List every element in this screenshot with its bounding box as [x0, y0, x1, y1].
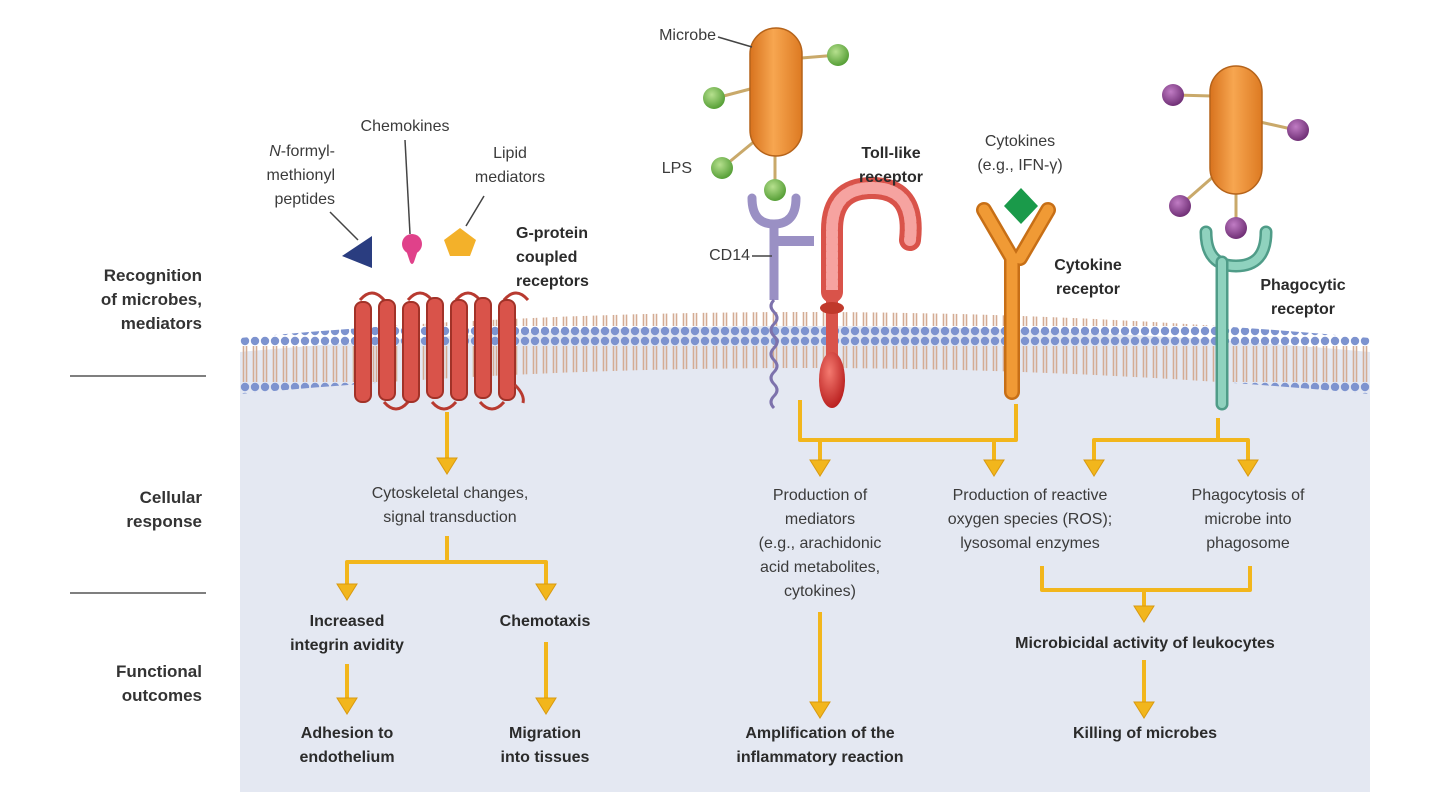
microbe-phagocytic [1162, 65, 1309, 239]
ros-text: Production of reactive oxygen species (R… [947, 487, 1113, 552]
ifn-gamma-diamond [1004, 188, 1038, 224]
plasma-membrane [240, 312, 1370, 394]
cd14-receptor [747, 193, 814, 410]
migration-text: Migration into tissues [500, 725, 590, 766]
amplification-text: Amplification of the inflammatory reacti… [736, 725, 904, 766]
leader-line [329, 211, 359, 241]
arrowheads [336, 457, 1259, 719]
integrin-text: Increased integrin avidity [290, 613, 404, 654]
row-label-cellular: Cellular response [126, 488, 202, 531]
tlr-label: Toll-like receptor [858, 145, 924, 186]
microbicidal-text: Microbicidal activity of leukocytes [1015, 635, 1275, 652]
lipid-mediators-label: Lipid mediators [474, 145, 546, 186]
lps-label: LPS [661, 160, 692, 177]
signal-arrows [345, 400, 1252, 704]
microbe-lps [703, 27, 849, 201]
gpcr-label: G-protein coupled receptors [516, 225, 589, 290]
phagocytic-receptor [1199, 225, 1273, 411]
killing-text: Killing of microbes [1072, 725, 1217, 742]
cytokines-label: Cytokines (e.g., IFN-γ) [977, 133, 1063, 174]
lipid-mediator-pentagon [444, 228, 476, 256]
cytoskeletal-text: Cytoskeletal changes, signal transductio… [371, 485, 529, 526]
phagocytic-receptor-label: Phagocytic receptor [1260, 277, 1346, 318]
fmlp-ligand-triangle [342, 236, 372, 268]
gpcr-helices [354, 291, 530, 411]
leader-line [717, 36, 753, 48]
row-label-functional: Functional outcomes [116, 662, 202, 705]
phagocytosis-text: Phagocytosis of microbe into phagosome [1191, 487, 1305, 552]
cytokine-receptor-label: Cytokine receptor [1054, 257, 1122, 298]
leader-line [465, 195, 485, 227]
mediators-text: Production of mediators (e.g., arachidon… [758, 487, 882, 600]
adhesion-text: Adhesion to endothelium [299, 725, 395, 766]
cd14-label: CD14 [709, 247, 750, 264]
microbe-label: Microbe [659, 27, 716, 44]
cytokine-receptor [976, 202, 1056, 400]
row-label-recognition: Recognition of microbes, mediators [100, 266, 202, 333]
chemokine-ligand [402, 234, 422, 264]
cytoplasm [240, 326, 1370, 792]
fmlp-label: N-formyl- methionyl peptides [266, 143, 335, 208]
chemotaxis-text: Chemotaxis [499, 613, 591, 630]
leader-line [404, 139, 411, 235]
tlr-receptor [819, 176, 922, 408]
chemokines-label: Chemokines [360, 118, 450, 135]
